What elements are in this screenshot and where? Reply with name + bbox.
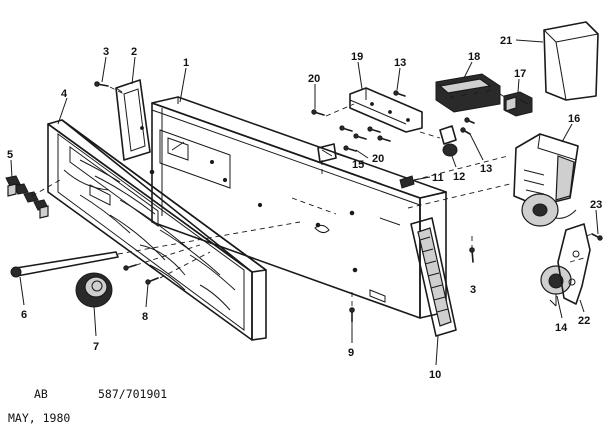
part-label-9: 9 (348, 347, 354, 359)
part-label-21: 21 (500, 35, 512, 47)
part-label-13-lower: 13 (480, 163, 492, 175)
part-label-23: 23 (590, 199, 602, 211)
model-number: 587/701901 (98, 387, 167, 401)
screw-right-part (469, 247, 475, 263)
model-prefix: AB (34, 387, 48, 401)
bracket-15-part (317, 143, 337, 163)
console-panel-part (149, 96, 447, 319)
part-label-6: 6 (21, 309, 27, 321)
connector-block-17-part (503, 91, 533, 117)
part-label-5: 5 (7, 149, 13, 161)
part-label-15: 15 (352, 159, 364, 171)
part-label-19: 19 (351, 51, 363, 63)
screw-20-part (311, 109, 391, 152)
footer: AB 587/701901 MAY, 1980 (8, 387, 167, 425)
screw-13-part (393, 90, 475, 135)
part-label-4: 4 (61, 88, 68, 100)
part-label-22: 22 (578, 315, 590, 327)
part-label-20-lower: 20 (372, 153, 384, 165)
right-end-cap-part (410, 217, 457, 337)
date-text: MAY, 1980 (8, 411, 70, 425)
part-label-8: 8 (142, 311, 148, 323)
screw-9-part (349, 307, 355, 323)
control-panel-part (47, 119, 267, 341)
part-label-10: 10 (429, 369, 441, 381)
screw-23-part (591, 233, 603, 241)
screw-upper-part (94, 81, 109, 87)
part-label-16: 16 (568, 113, 580, 125)
leader-lines (10, 39, 599, 366)
clip-11-part (399, 175, 415, 189)
rod-part (10, 251, 119, 278)
switch-12-part (439, 125, 458, 157)
screw-8-part (123, 264, 159, 285)
part-label-1: 1 (183, 57, 189, 69)
timer-assembly-part (513, 133, 579, 227)
part-labels: 1 2 3 3 4 5 6 7 8 9 10 11 12 13 13 14 15… (7, 35, 602, 381)
part-label-13: 13 (394, 57, 406, 69)
left-end-cap-part (115, 79, 151, 161)
timer-motor-part (540, 265, 572, 307)
part-label-17: 17 (514, 68, 526, 80)
part-label-3: 3 (103, 46, 109, 58)
part-label-7: 7 (93, 341, 99, 353)
part-label-14: 14 (555, 322, 568, 334)
part-label-12: 12 (453, 171, 465, 183)
push-buttons-part (5, 175, 49, 219)
terminal-block-18-part (435, 73, 501, 113)
part-label-11: 11 (432, 172, 444, 184)
assembly-lines (31, 86, 593, 308)
part-label-20: 20 (308, 73, 320, 85)
timer-knob-part (75, 272, 113, 308)
bracket-plate-22-part (557, 223, 591, 305)
part-label-18: 18 (468, 51, 480, 63)
mounting-plate-19-part (349, 87, 423, 133)
part-label-3-right: 3 (470, 284, 476, 296)
cover-21-part (543, 21, 599, 101)
part-label-2: 2 (131, 46, 137, 58)
